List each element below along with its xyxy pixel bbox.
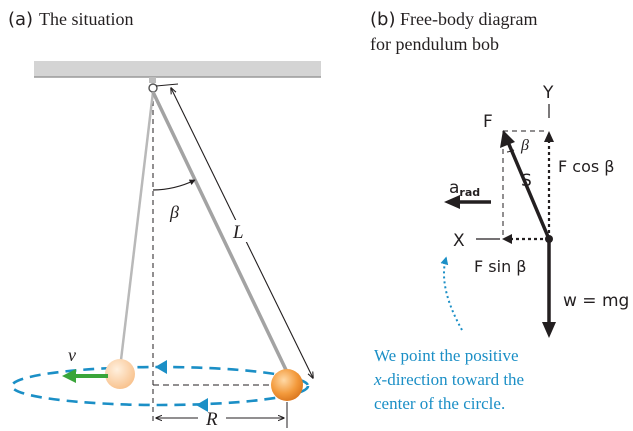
label-arad: arad xyxy=(449,178,480,199)
panel-a-tag: (a) xyxy=(8,9,33,30)
fsin-arrow-head xyxy=(502,234,512,244)
tension-arrow-head xyxy=(500,130,515,148)
note-pointer-arrow xyxy=(440,256,463,331)
path-direction-arrow-front xyxy=(196,398,208,412)
note-line-3: center of the circle. xyxy=(374,394,505,413)
string xyxy=(151,91,289,373)
panel-b-tag: (b) xyxy=(370,9,395,30)
panel-a: (a) The situation β L v xyxy=(8,9,321,430)
panel-b: (b) Free-body diagram for pendulum bob Y… xyxy=(370,9,629,413)
label-Fsin: F sin β xyxy=(474,257,527,276)
label-v: v xyxy=(68,345,76,365)
fcos-arrow-head xyxy=(544,131,554,142)
angle-arc-beta xyxy=(152,179,196,191)
ceiling xyxy=(34,61,321,77)
panel-b-title-line2: for pendulum bob xyxy=(370,34,499,54)
label-beta-fbd: β xyxy=(520,137,529,154)
panel-a-title: The situation xyxy=(39,9,133,29)
label-R: R xyxy=(205,409,218,430)
note-line-1: We point the positive xyxy=(374,346,519,365)
path-direction-arrow-back xyxy=(155,360,167,374)
length-dimension-tick-top xyxy=(155,83,179,87)
velocity-arrow-head xyxy=(62,369,76,383)
weight-arrow-head xyxy=(542,322,556,338)
pivot-ring xyxy=(148,83,158,93)
bob-ghost xyxy=(105,359,135,389)
circular-path xyxy=(10,365,310,407)
arad-arrow-head xyxy=(444,195,460,209)
label-X: X xyxy=(453,231,465,251)
label-Fcos: F cos β xyxy=(558,157,615,176)
bob-point xyxy=(545,235,553,243)
label-Y: Y xyxy=(542,83,554,103)
tension-vector xyxy=(506,141,551,240)
label-weight: w = mg xyxy=(563,291,629,311)
note-line-2: x-direction toward the xyxy=(373,370,524,389)
bob xyxy=(271,369,303,401)
panel-b-title-line1: Free-body diagram xyxy=(400,9,537,29)
length-label-bg xyxy=(231,220,249,242)
fbd-angle-arc xyxy=(506,149,515,153)
label-beta: β xyxy=(169,202,179,222)
pivot-mount xyxy=(149,77,156,83)
string-ghost xyxy=(119,91,155,361)
label-L: L xyxy=(232,222,244,243)
label-F: F xyxy=(483,112,493,132)
label-S: S xyxy=(521,171,532,191)
